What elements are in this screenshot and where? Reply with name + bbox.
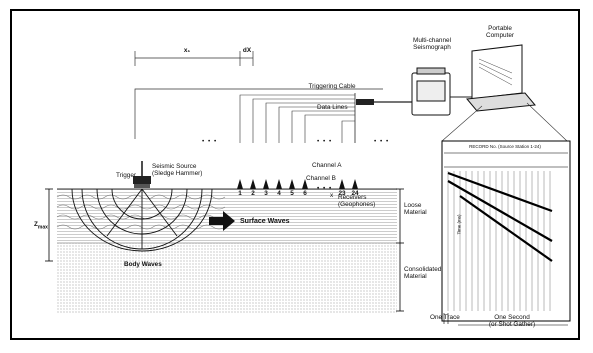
- computer-label: Portable Computer: [485, 25, 515, 39]
- record-arrivals: [447, 171, 553, 262]
- data-lines-label: Data Lines: [317, 104, 348, 111]
- geophones: [237, 179, 358, 189]
- channel-label-3: 3: [264, 190, 268, 197]
- seismograph-icon: [411, 67, 451, 116]
- channel-a-label: Channel A: [312, 162, 342, 169]
- dx-label: dX: [242, 47, 252, 54]
- ellipsis-receivers: • • •: [317, 138, 333, 145]
- channel-label-5: 5: [290, 190, 294, 197]
- triggering-cable-label: Triggering Cable: [308, 83, 356, 90]
- channel-label-23: 23: [338, 190, 346, 197]
- x1-label: x₁: [183, 47, 191, 54]
- channel-label-6: 6: [303, 190, 307, 197]
- channel-label-24: 24: [351, 190, 359, 197]
- ellipsis-source: • • •: [202, 138, 218, 145]
- diagram-graphics: [45, 44, 571, 326]
- portable-computer-icon: [466, 44, 536, 112]
- zmax-label: Zmax: [34, 221, 48, 231]
- figure-frame: x₁ dX Triggering Cable Data Lines Multi-…: [10, 9, 580, 340]
- channel-label-2: 2: [251, 190, 255, 197]
- consolidated-material-layer: [57, 243, 397, 313]
- record-title: RECORD No. (Source Station 1-24): [469, 144, 541, 149]
- one-trace-label: One Trace: [430, 314, 460, 321]
- sledge-hammer-icon: [133, 161, 151, 188]
- seismograph-label: Multi-channel Seismograph: [412, 37, 452, 51]
- channel-label-1: 1: [238, 190, 242, 197]
- record-axis-label: Time (ms): [456, 214, 462, 235]
- surface-waves-label: Surface Waves: [240, 218, 290, 225]
- receivers-prefix: x: [330, 192, 334, 199]
- data-line-connector: [356, 99, 374, 105]
- seismic-source-label: Seismic Source (Sledge Hammer): [152, 163, 203, 177]
- trigger-label: Trigger: [116, 172, 137, 179]
- one-second-label: One Second (or Shot Gather): [488, 314, 536, 328]
- body-waves: [71, 188, 213, 252]
- ellipsis-geophones: • • •: [317, 185, 333, 192]
- loose-material-label: Loose Material: [404, 202, 427, 216]
- seismic-record: [441, 140, 571, 322]
- consolidated-material-label: Consolidated Material: [404, 266, 442, 280]
- channel-b-label: Channel B: [306, 175, 336, 182]
- surface-wave-arrow: [209, 211, 235, 231]
- receivers-label: Receivers (Geophones): [338, 194, 376, 208]
- channel-label-4: 4: [277, 190, 281, 197]
- body-waves-label: Body Waves: [124, 261, 162, 268]
- ellipsis-right: • • •: [374, 138, 390, 145]
